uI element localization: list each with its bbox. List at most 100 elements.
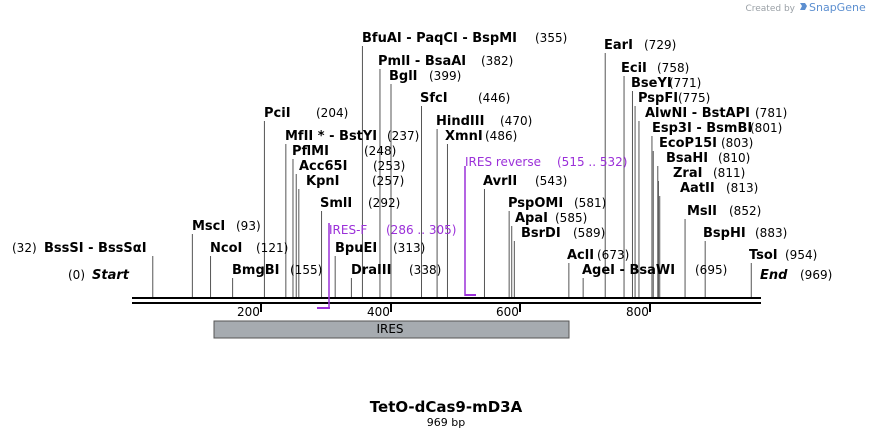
- start-position: (0): [68, 268, 85, 282]
- site-name: KpnI: [306, 174, 339, 189]
- restriction-site[interactable]: PmlI - BsaAI (382): [378, 54, 513, 69]
- site-position: (399): [429, 69, 461, 83]
- site-position: (93): [236, 219, 261, 233]
- restriction-site[interactable]: ZraI(811): [673, 166, 745, 181]
- restriction-site[interactable]: SmlI (292): [320, 196, 400, 211]
- site-position: (313): [393, 241, 425, 255]
- restriction-site[interactable]: BsrDI (589): [521, 226, 605, 241]
- site-name: BsrDI: [521, 226, 561, 241]
- restriction-site[interactable]: PciI(204): [264, 106, 348, 121]
- site-name: TsoI: [749, 248, 778, 263]
- site-name: BfuAI - PaqCI - BspMI: [362, 31, 517, 46]
- restriction-site[interactable]: AlwNI - BstAPI(781): [645, 106, 787, 121]
- restriction-site[interactable]: HindIII(470): [436, 114, 532, 129]
- restriction-site[interactable]: BpuEI (313): [335, 241, 425, 256]
- restriction-site[interactable]: PspFI(775): [638, 91, 710, 106]
- site-position: (781): [755, 106, 787, 120]
- brand-name: SnapGene: [809, 1, 866, 14]
- primer-ires-f-name: IRES-F: [329, 223, 367, 237]
- restriction-site[interactable]: PflMI (248): [292, 144, 396, 159]
- site-name: Esp3I - BsmBI: [652, 121, 752, 136]
- restriction-site[interactable]: TsoI (954): [749, 248, 817, 263]
- site-position: (673): [597, 248, 629, 262]
- site-position: (486): [485, 129, 517, 143]
- restriction-site[interactable]: AclI(673): [567, 248, 629, 263]
- restriction-site[interactable]: BseYI(771): [631, 76, 701, 91]
- site-position: (954): [785, 248, 817, 262]
- restriction-site[interactable]: BspHI (883): [703, 226, 787, 241]
- site-name: SmlI: [320, 196, 352, 211]
- site-position: (543): [535, 174, 567, 188]
- restriction-site[interactable]: ApaI (585): [515, 211, 587, 226]
- site-position: (813): [726, 181, 758, 195]
- site-position: (803): [721, 136, 753, 150]
- restriction-site[interactable]: MfII * - BstYI (237): [285, 129, 419, 144]
- restriction-site[interactable]: BsaHI(810): [666, 151, 750, 166]
- site-name: BglI: [389, 69, 418, 84]
- restriction-site[interactable]: EciI (758): [621, 61, 689, 76]
- site-name: PflMI: [292, 144, 329, 159]
- primer-ires-reverse-name: IRES reverse: [465, 155, 541, 169]
- restriction-site[interactable]: BssSI - BssSαI (32): [12, 241, 147, 256]
- restriction-site[interactable]: Esp3I - BsmBI(801): [652, 121, 782, 136]
- end-label: End: [760, 268, 788, 283]
- site-name: PspFI: [638, 91, 678, 106]
- restriction-site[interactable]: Acc65I(253): [299, 159, 405, 174]
- site-position: (470): [500, 114, 532, 128]
- site-position: (589): [573, 226, 605, 240]
- restriction-site[interactable]: BglI (399): [389, 69, 461, 84]
- feature-ires[interactable]: IRES: [213, 320, 570, 339]
- site-position: (338): [409, 263, 441, 277]
- restriction-site-labels: BssSI - BssSαI (32) MscI(93) NcoI(121) BmgBI…: [12, 31, 817, 278]
- site-name: BssSI - BssSαI: [44, 241, 147, 256]
- site-position: (446): [478, 91, 510, 105]
- site-name: AgeI - BsaWI: [582, 263, 675, 278]
- site-name: PmlI - BsaAI: [378, 54, 466, 69]
- site-position: (382): [481, 54, 513, 68]
- restriction-site[interactable]: NcoI(121): [210, 241, 288, 256]
- tick-label: 400: [367, 305, 390, 319]
- site-position: (248): [364, 144, 396, 158]
- restriction-site[interactable]: SfcI(446): [420, 91, 510, 106]
- restriction-site[interactable]: EcoP15I(803): [659, 136, 753, 151]
- site-name: DraIII: [351, 263, 392, 278]
- restriction-site[interactable]: XmnI(486): [445, 129, 517, 144]
- site-position: (811): [713, 166, 745, 180]
- primer-ires-f[interactable]: IRES-F (286 .. 305): [317, 223, 456, 309]
- site-position: (695): [695, 263, 727, 277]
- site-position: (292): [368, 196, 400, 210]
- primer-ires-reverse[interactable]: IRES reverse (515 .. 532): [464, 155, 627, 296]
- site-name: ApaI: [515, 211, 548, 226]
- site-position: (585): [555, 211, 587, 225]
- restriction-site[interactable]: PspOMI(581): [508, 196, 606, 211]
- map-title: TetO-dCas9-mD3A: [370, 398, 523, 416]
- site-position: (883): [755, 226, 787, 240]
- restriction-site[interactable]: BmgBI(155): [232, 263, 322, 278]
- site-position: (758): [657, 61, 689, 75]
- site-name: BseYI: [631, 76, 672, 91]
- restriction-site[interactable]: MscI(93): [192, 219, 261, 234]
- restriction-site[interactable]: AvrII(543): [483, 174, 567, 189]
- restriction-site[interactable]: KpnI (257): [306, 174, 404, 189]
- restriction-site[interactable]: AatII(813): [680, 181, 758, 196]
- site-position: (32): [12, 241, 37, 255]
- site-name: MfII * - BstYI: [285, 129, 377, 144]
- restriction-site[interactable]: EarI(729): [604, 38, 676, 53]
- primer-ires-f-range: (286 .. 305): [386, 223, 456, 237]
- site-position: (581): [574, 196, 606, 210]
- site-position: (771): [669, 76, 701, 90]
- site-position: (257): [372, 174, 404, 188]
- restriction-site[interactable]: DraIII (338): [351, 263, 441, 278]
- restriction-site[interactable]: BfuAI - PaqCI - BspMI(355): [362, 31, 567, 46]
- credit-text: Created by: [745, 4, 795, 14]
- site-position: (204): [316, 106, 348, 120]
- site-position: (729): [644, 38, 676, 52]
- restriction-site[interactable]: AgeI - BsaWI (695): [582, 263, 727, 278]
- site-position: (237): [387, 129, 419, 143]
- site-name: BspHI: [703, 226, 746, 241]
- site-name: BpuEI: [335, 241, 377, 256]
- site-name: EciI: [621, 61, 647, 76]
- restriction-site[interactable]: MslI(852): [687, 204, 761, 219]
- start-label: Start: [92, 268, 130, 283]
